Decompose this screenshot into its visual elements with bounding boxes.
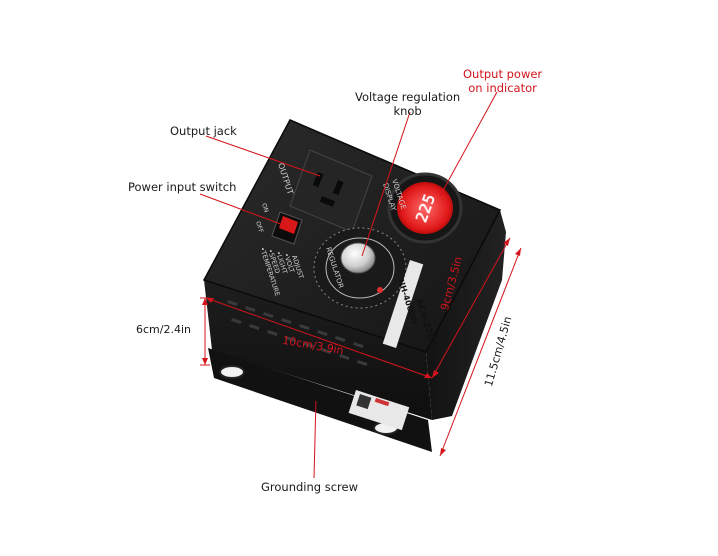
dimension-height: 6cm/2.4in: [136, 323, 191, 336]
switch-off-mark: OFF: [254, 220, 264, 234]
box-front-face: [204, 280, 432, 420]
callout-output-power-indicator: Output power on indicator: [463, 67, 543, 95]
callout-voltage-knob: Voltage regulation knob: [355, 90, 461, 118]
box-side-face: [426, 210, 506, 420]
callout-leaders: [199, 91, 498, 479]
dimension-lines: [200, 237, 522, 457]
callout-output-jack: Output jack: [170, 124, 237, 138]
switch-on-mark: ON: [260, 202, 270, 213]
regulation-knob: [313, 227, 407, 309]
vent-grille: [227, 300, 368, 366]
mounting-flange: [208, 348, 432, 452]
callout-grounding-screw: Grounding screw: [261, 480, 359, 494]
qr-label: [348, 390, 410, 431]
callout-power-switch: Power input switch: [128, 180, 237, 194]
power-switch: [271, 211, 303, 245]
grounding-screw-point: [313, 395, 319, 401]
